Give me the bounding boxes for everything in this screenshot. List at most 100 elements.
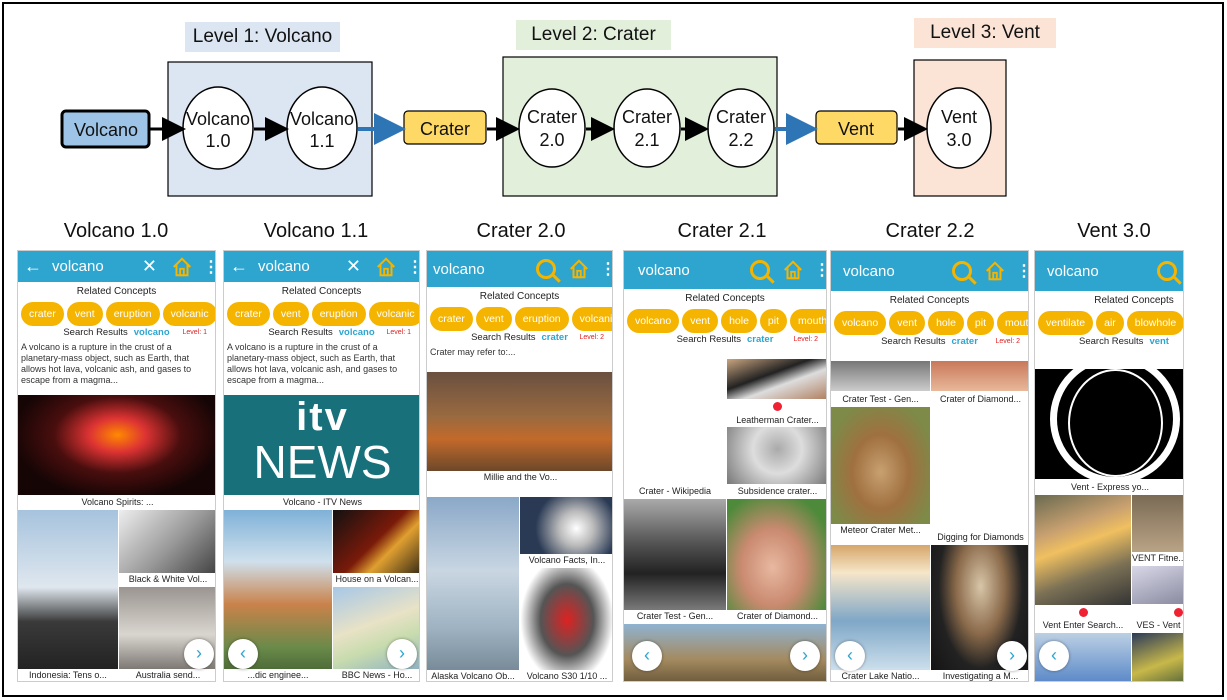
back-arrow-icon[interactable]: ← [230, 256, 248, 276]
home-icon[interactable] [782, 259, 804, 281]
chip[interactable]: crater [430, 307, 473, 331]
result-image[interactable]: Crater of Diamond... [727, 499, 826, 623]
chip[interactable]: volcanic [571, 307, 612, 331]
home-icon[interactable] [171, 256, 193, 278]
result-image[interactable] [1132, 633, 1183, 681]
home-icon[interactable] [984, 260, 1006, 282]
result-image[interactable]: Black & White Vol... [119, 510, 215, 586]
prev-page-button[interactable]: ‹ [228, 639, 258, 669]
news-logo-image[interactable]: itv NEWS [224, 395, 419, 495]
chip[interactable]: vent [889, 311, 926, 335]
result-caption[interactable]: Leatherman Crater... [727, 414, 826, 427]
result-image[interactable]: Crater Test - Gen... [624, 499, 726, 623]
next-page-button[interactable]: › [387, 639, 417, 669]
chip[interactable]: ventilate [1038, 311, 1094, 335]
result-image[interactable] [931, 361, 1028, 391]
prev-page-button[interactable]: ‹ [1039, 641, 1069, 671]
result-image[interactable]: Millie and the Vo... [427, 372, 612, 484]
search-icon[interactable] [952, 261, 972, 281]
next-page-button[interactable]: › [790, 641, 820, 671]
result-caption[interactable]: Black & White Vol... [119, 573, 215, 586]
chip[interactable]: hole [721, 309, 757, 333]
chip[interactable]: vent [272, 302, 309, 326]
overflow-menu-icon[interactable]: ⋮ [814, 260, 826, 280]
chip[interactable]: eruption [514, 307, 569, 331]
result-image[interactable] [831, 361, 930, 391]
result-image[interactable] [1132, 566, 1183, 604]
result-caption[interactable]: ...dic enginee... [224, 669, 332, 681]
result-caption[interactable]: Millie and the Vo... [427, 471, 612, 484]
result-caption[interactable]: Vent Enter Search... [1035, 619, 1131, 632]
result-caption[interactable]: Crater of Diamond... [931, 393, 1028, 406]
result-caption[interactable]: Crater Lake Natio... [831, 670, 930, 681]
result-caption[interactable]: Digging for Diamonds [931, 531, 1028, 544]
result-image[interactable] [1035, 495, 1131, 605]
clear-icon[interactable]: ✕ [345, 256, 361, 276]
search-query[interactable]: volcano [843, 262, 895, 280]
search-query[interactable]: volcano [1047, 262, 1099, 280]
more-indicator[interactable] [1174, 608, 1183, 617]
chip[interactable]: volcanic [368, 302, 419, 326]
chip[interactable]: eruption [105, 302, 160, 326]
chip[interactable]: crater [227, 302, 270, 326]
home-icon[interactable] [568, 258, 590, 280]
result-caption[interactable]: BBC News - Ho... [333, 669, 419, 681]
result-caption[interactable]: Volcano Facts, In... [520, 554, 612, 567]
result-caption[interactable]: Volcano Spirits: ... [18, 496, 215, 509]
overflow-menu-icon[interactable]: ⋮ [600, 259, 612, 279]
result-caption[interactable]: Meteor Crater Met... [831, 524, 930, 537]
result-caption[interactable]: Vent - Express yo... [1035, 481, 1183, 494]
result-image[interactable] [727, 359, 826, 399]
result-caption[interactable]: House on a Volcan... [333, 573, 419, 586]
result-image[interactable]: Crater Lake Natio... [831, 545, 930, 681]
chip[interactable]: vent [475, 307, 512, 331]
chip[interactable]: vent [66, 302, 103, 326]
result-caption[interactable]: Indonesia: Tens o... [18, 669, 118, 681]
chip[interactable]: volcano [834, 311, 887, 335]
overflow-menu-icon[interactable]: ⋮ [407, 257, 419, 277]
home-icon[interactable] [375, 256, 397, 278]
search-query[interactable]: volcano [433, 260, 485, 278]
search-query[interactable]: volcano [638, 261, 690, 279]
chip[interactable]: pit [759, 309, 788, 333]
search-query[interactable]: volcano [258, 258, 310, 275]
result-caption[interactable]: VENT Fitne... [1132, 552, 1184, 565]
result-caption[interactable]: VES - Vent [1132, 619, 1183, 632]
overflow-menu-icon[interactable]: ⋮ [1016, 261, 1028, 281]
result-caption[interactable]: Crater Test - Gen... [624, 610, 726, 623]
chip[interactable]: mouth [790, 309, 826, 333]
prev-page-button[interactable]: ‹ [835, 641, 865, 671]
result-image[interactable]: Indonesia: Tens o... [18, 510, 118, 681]
result-image[interactable]: VENT Fitne... [1132, 495, 1184, 565]
chip[interactable]: pit [966, 311, 995, 335]
result-image[interactable]: Meteor Crater Met... [831, 407, 930, 537]
chip[interactable]: hole [928, 311, 964, 335]
result-image[interactable]: House on a Volcan... [333, 510, 419, 586]
prev-page-button[interactable]: ‹ [632, 641, 662, 671]
result-caption[interactable]: Alaska Volcano Ob... [427, 670, 519, 681]
next-page-button[interactable]: › [184, 639, 214, 669]
result-image[interactable] [1035, 369, 1183, 479]
more-indicator[interactable] [1079, 608, 1088, 617]
chip[interactable]: blowhole [1126, 311, 1183, 335]
result-caption[interactable]: Volcano S30 1/10 ... [520, 670, 612, 681]
chip[interactable]: volcanic [162, 302, 215, 326]
chip[interactable]: air [1096, 311, 1124, 335]
clear-icon[interactable]: ✕ [141, 256, 157, 276]
result-image[interactable] [18, 395, 215, 495]
next-page-button[interactable]: › [997, 641, 1027, 671]
result-image[interactable]: Investigating a M... [931, 545, 1028, 681]
result-image[interactable]: Alaska Volcano Ob... [427, 497, 519, 681]
overflow-menu-icon[interactable]: ⋮ [203, 257, 215, 277]
result-caption[interactable]: Volcano - ITV News [224, 496, 419, 509]
search-query[interactable]: volcano [52, 258, 104, 275]
search-icon[interactable] [1157, 261, 1177, 281]
result-caption[interactable]: Subsidence crater... [727, 485, 826, 498]
result-caption[interactable]: Crater Test - Gen... [831, 393, 930, 406]
chip[interactable]: mouth [997, 311, 1028, 335]
back-arrow-icon[interactable]: ← [24, 256, 42, 276]
search-icon[interactable] [536, 259, 556, 279]
chip[interactable]: vent [682, 309, 719, 333]
chip[interactable]: volcano [627, 309, 680, 333]
chip[interactable]: crater [21, 302, 64, 326]
